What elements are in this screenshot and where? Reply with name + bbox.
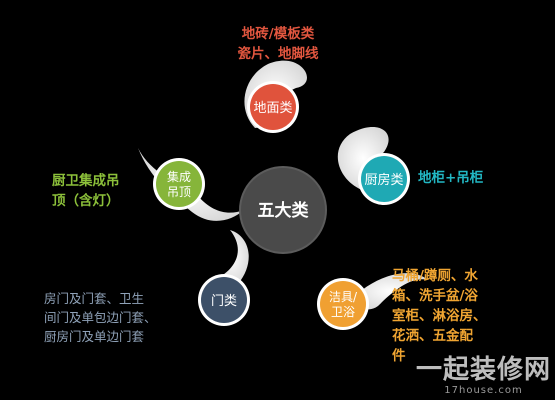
ceiling-node-circle	[156, 161, 202, 207]
watermark-url: 17house.com	[444, 385, 523, 396]
floor-description-line: 地砖/模板类	[241, 26, 315, 42]
kitchen-node-label: 厨房类	[364, 172, 403, 188]
door-description-line: 房门及门套、卫生	[44, 291, 145, 306]
bath-description-line: 箱、洗手盆/浴	[392, 288, 478, 304]
ceiling-description: 厨卫集成吊 顶（含灯）	[52, 171, 157, 211]
floor-node: 地面类	[247, 81, 299, 133]
door-description: 房门及门套、卫生 间门及单包边门套、 厨房门及单边门套	[44, 289, 204, 346]
door-description-line: 厨房门及单边门套	[44, 329, 145, 344]
bath-description-line: 马桶/蹲厕、水	[392, 268, 478, 284]
bath-description-line: 室柜、淋浴房、	[392, 308, 487, 324]
floor-description-line: 瓷片、地脚线	[237, 46, 319, 62]
bath-node: 洁具/卫浴	[317, 278, 369, 330]
door-description-line: 间门及单包边门套、	[44, 310, 157, 325]
kitchen-node: 厨房类	[358, 153, 410, 205]
center-label: 五大类	[258, 200, 310, 221]
door-node-label: 门类	[211, 294, 237, 309]
bath-node-label: 洁具/	[329, 290, 358, 304]
door-node-circle	[201, 277, 247, 323]
kitchen-description-line: 地柜+吊柜	[418, 170, 484, 186]
ceiling-node-label: 吊顶	[167, 185, 191, 199]
bath-description-line: 件	[392, 348, 406, 364]
watermark-logo-text: 一起装修网	[415, 355, 551, 385]
kitchen-description: 地柜+吊柜	[418, 168, 483, 188]
site-watermark: 一起装修网 17house.com	[416, 355, 551, 396]
bath-connector-tail	[352, 273, 428, 310]
bath-description: 马桶/蹲厕、水 箱、洗手盆/浴 室柜、淋浴房、 花洒、五金配 件	[392, 266, 512, 366]
floor-description: 地砖/模板类 瓷片、地脚线	[218, 24, 338, 64]
door-node: 门类	[198, 274, 250, 326]
center-node: 五大类	[239, 166, 327, 254]
bath-node-circle	[320, 281, 366, 327]
kitchen-node-circle	[361, 156, 407, 202]
floor-node-label: 地面类	[253, 101, 292, 116]
door-connector-tail	[214, 230, 249, 284]
ceiling-description-line: 顶（含灯）	[52, 193, 120, 209]
bath-node-label: 卫浴	[331, 305, 355, 319]
floor-node-circle	[250, 84, 296, 130]
ceiling-description-line: 厨卫集成吊	[52, 173, 120, 189]
bath-description-line: 花洒、五金配	[392, 328, 473, 344]
ceiling-node-label: 集成	[167, 169, 191, 184]
